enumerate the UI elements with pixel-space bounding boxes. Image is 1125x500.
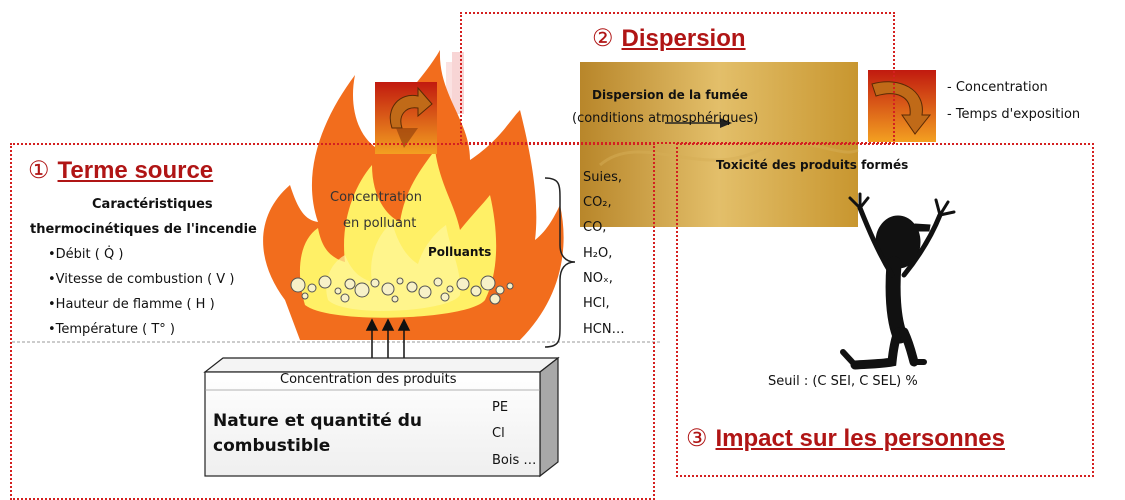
fuel-concentration-label: Concentration des produits [280,372,457,387]
fuel-nature-2: combustible [213,436,331,456]
dispersion-number: ② [592,25,614,52]
source-arrow-square [375,82,437,154]
pollutant-item: CO, [583,220,607,235]
characteristics-heading-1: Caractéristiques [92,197,213,212]
characteristic-item: •Débit ( Q̇ ) [48,247,124,262]
source-section-frame [10,143,655,500]
fuel-box [203,356,560,478]
fuel-to-flame-arrows [365,318,411,370]
pollutants-brace [544,177,576,348]
pollutant-item: CO₂, [583,195,612,210]
dispersion-title-text: Dispersion [621,25,746,52]
pollutant-item: Suies, [583,170,623,185]
dispersion-box-title: Dispersion de la fumée [592,88,748,102]
source-title: ① Terme source [28,156,213,185]
impact-title: ③ Impact sur les personnes [686,424,1005,453]
characteristic-item: •Hauteur de flamme ( H ) [48,297,215,312]
pollutant-item: NOₓ, [583,271,613,286]
fuel-nature-1: Nature et quantité du [213,411,422,431]
pollutants-label: Polluants [428,245,492,259]
pollutant-item: HCl, [583,296,610,311]
flame-concentration-2: en polluant [343,216,417,231]
exposure-factor: - Concentration [947,80,1048,95]
soot-particles [290,275,514,305]
characteristic-item: •Vitesse de combustion ( V ) [48,272,235,287]
person-figure [840,192,956,370]
pollutant-item: H₂O, [583,246,613,261]
pollutant-item: HCN… [583,322,625,337]
dispersion-title: ② Dispersion [592,24,746,53]
source-title-text: Terme source [57,157,214,184]
flame-concentration-1: Concentration [330,190,422,205]
exposure-factor: - Temps d'exposition [947,107,1081,122]
fuel-material: Cl [492,426,505,441]
fuel-material: Bois … [492,453,537,468]
characteristics-heading-2: thermocinétiques de l'incendie [30,222,257,237]
characteristic-item: •Température ( T° ) [48,322,175,337]
impact-section-frame [676,143,1094,477]
source-number: ① [28,157,50,184]
impact-number: ③ [686,425,708,452]
impact-title-text: Impact sur les personnes [715,425,1005,452]
toxicity-title: Toxicité des produits formés [716,158,909,172]
exposure-arrow-square [868,70,936,142]
threshold-label: Seuil : (C SEI, C SEL) % [768,374,918,389]
dispersion-box-subtitle: (conditions atmosphériques) [572,111,759,126]
fuel-material: PE [492,400,509,415]
